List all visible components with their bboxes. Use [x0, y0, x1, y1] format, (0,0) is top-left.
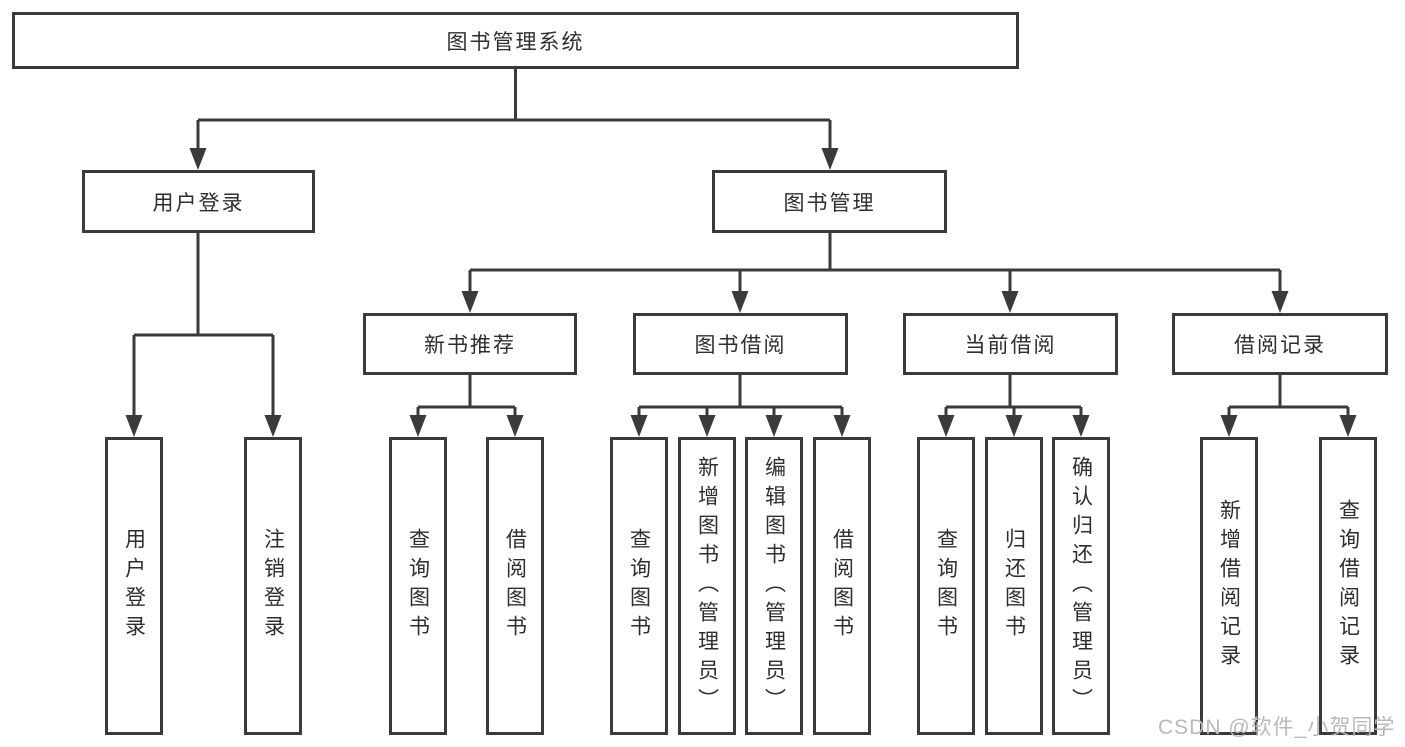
node-leaf-br-add-record: 新增借阅记录 [1200, 437, 1258, 735]
node-root: 图书管理系统 [12, 12, 1019, 69]
node-book-management: 图书管理 [712, 170, 947, 233]
node-leaf-nb-borrow-books: 借阅图书 [486, 437, 544, 735]
node-leaf-user-login: 用户登录 [105, 437, 163, 735]
node-leaf-logout: 注销登录 [244, 437, 302, 735]
csdn-watermark: CSDN @软件_小贺同学 [1158, 716, 1396, 739]
node-leaf-bb-edit-books-admin: 编辑图书（管理员） [745, 437, 803, 735]
node-leaf-br-query-record: 查询借阅记录 [1319, 437, 1377, 735]
node-new-book-recommend: 新书推荐 [363, 313, 577, 375]
node-leaf-bb-borrow-books: 借阅图书 [813, 437, 871, 735]
node-leaf-nb-query-books: 查询图书 [389, 437, 447, 735]
node-user-login: 用户登录 [82, 170, 315, 233]
node-leaf-cb-confirm-return-admin: 确认归还（管理员） [1052, 437, 1110, 735]
node-current-borrowing: 当前借阅 [903, 313, 1118, 375]
node-leaf-bb-query-books: 查询图书 [610, 437, 668, 735]
node-borrowing-records: 借阅记录 [1172, 313, 1388, 375]
node-leaf-cb-return-books: 归还图书 [985, 437, 1043, 735]
node-leaf-cb-query-books: 查询图书 [917, 437, 975, 735]
node-book-borrowing: 图书借阅 [633, 313, 848, 375]
node-leaf-bb-add-books-admin: 新增图书（管理员） [678, 437, 736, 735]
